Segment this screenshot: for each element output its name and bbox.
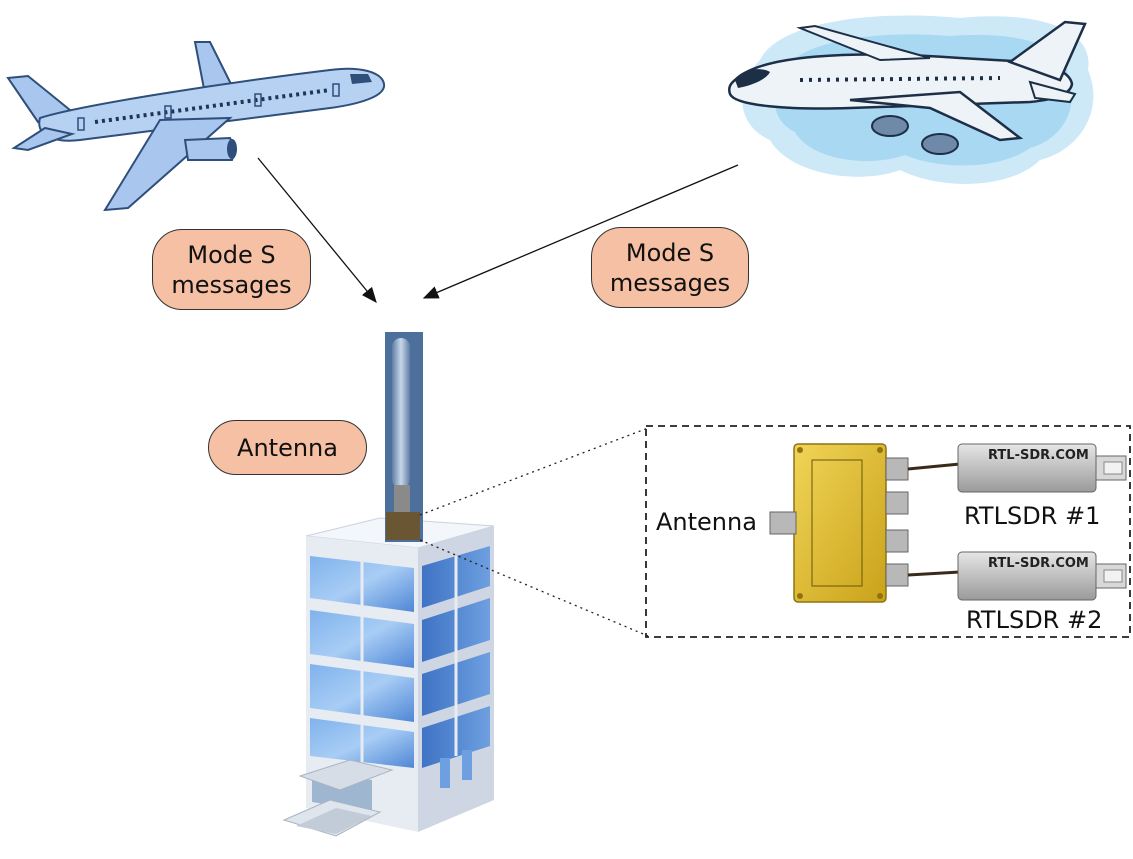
rtlsdr-1-label: RTLSDR #1 xyxy=(964,502,1101,530)
dongle-2-brand: RTL-SDR.COM xyxy=(988,556,1089,571)
mode-s-messages-pill-right: Mode S messages xyxy=(591,227,749,308)
usb-dongle-1-icon xyxy=(957,443,1127,493)
inset-box xyxy=(645,425,1131,638)
antenna-pill: Antenna xyxy=(208,420,367,475)
antenna-icon xyxy=(385,332,423,542)
pill-left-line2: messages xyxy=(171,270,292,299)
arrow-left-plane-to-antenna xyxy=(257,157,377,304)
callout-line-top xyxy=(419,427,649,516)
inset-antenna-label: Antenna xyxy=(656,508,757,536)
airplane-left-icon xyxy=(6,41,386,212)
usb-dongle-2-icon xyxy=(957,551,1127,601)
pill-right-line2: messages xyxy=(609,268,731,297)
pill-right-line1: Mode S xyxy=(625,238,715,267)
office-building-icon xyxy=(282,517,495,837)
dongle-1-brand: RTL-SDR.COM xyxy=(988,448,1089,463)
airplane-right-icon xyxy=(727,15,1094,184)
mode-s-messages-pill-left: Mode S messages xyxy=(152,229,311,310)
splitter-icon xyxy=(769,443,909,603)
arrow-right-plane-to-antenna xyxy=(422,164,739,299)
rtlsdr-2-label: RTLSDR #2 xyxy=(966,606,1103,634)
antenna-pill-label: Antenna xyxy=(237,433,338,462)
pill-left-line1: Mode S xyxy=(187,240,276,269)
